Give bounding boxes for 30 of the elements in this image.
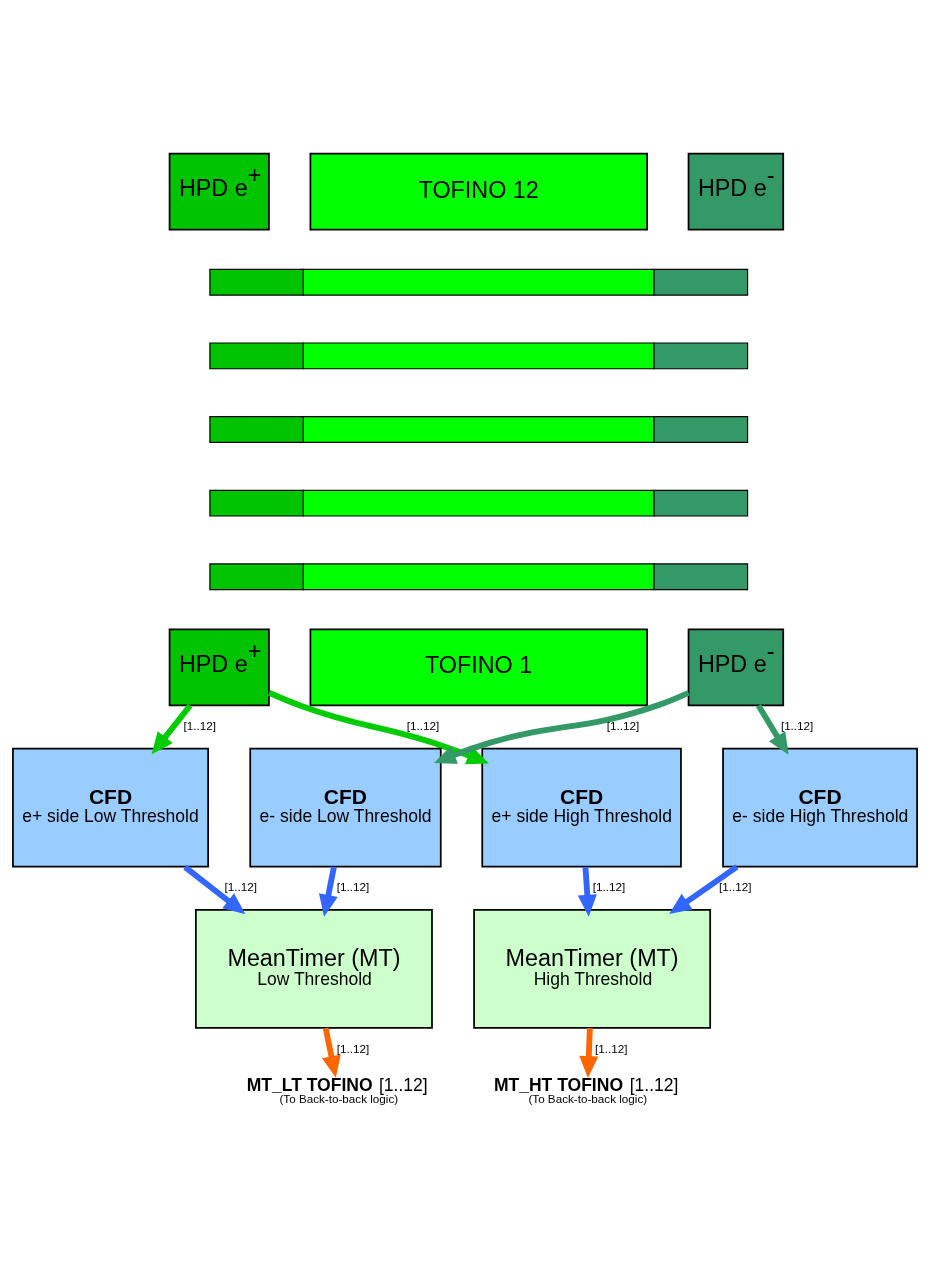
edge-label: [1..12] xyxy=(183,718,217,732)
arrow xyxy=(755,703,789,755)
node-box: TOFINO 1 xyxy=(309,628,648,706)
arrow xyxy=(267,689,489,764)
node-box: MeanTimer (MT) Low Threshold xyxy=(195,908,433,1029)
edge-label: [1..12] xyxy=(336,1041,370,1055)
edge-label: [1..12] xyxy=(336,879,370,893)
edge-label: [1..12] xyxy=(595,1041,628,1055)
edge-label: [1..12] xyxy=(406,718,440,732)
node-box: TOFINO 12 xyxy=(309,152,648,231)
arrow xyxy=(183,864,246,914)
arrow xyxy=(577,866,597,917)
node-box: MeanTimer (MT) High Threshold xyxy=(473,908,712,1029)
node-box: CFD e+ side Low Threshold xyxy=(12,747,209,868)
node-box: CFD e- side Low Threshold xyxy=(249,747,442,868)
edge-label: [1..12] xyxy=(780,718,814,732)
node-text: MT_HT TOFINO [1..12] (To Back-to-back logic) xyxy=(493,1074,679,1105)
arrow xyxy=(579,1027,599,1078)
arrow xyxy=(669,864,739,914)
arrow xyxy=(318,866,338,917)
edge-label: [1..12] xyxy=(718,879,752,893)
node-box: CFD e+ side High Threshold xyxy=(481,747,682,868)
edge-label: [1..12] xyxy=(224,879,257,893)
edge-label: [1..12] xyxy=(606,718,640,732)
arrow xyxy=(434,689,690,764)
node-box: CFD e- side High Threshold xyxy=(722,747,918,868)
node-text: MT_LT TOFINO [1..12] (To Back-to-back logic) xyxy=(246,1074,428,1105)
arrow xyxy=(151,703,193,754)
edge-label: [1..12] xyxy=(592,879,626,893)
arrow xyxy=(322,1027,341,1078)
